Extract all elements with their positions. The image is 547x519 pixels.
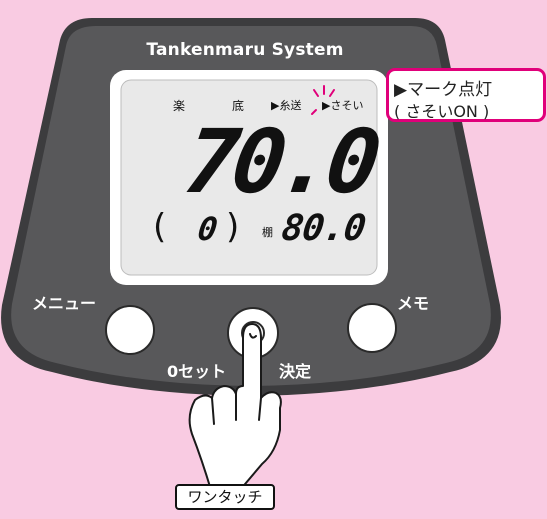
lcd-screen bbox=[120, 79, 378, 276]
mode-raku-indicator: 楽 bbox=[173, 99, 186, 113]
sub-value-close-paren: ) bbox=[226, 207, 240, 247]
tana-label: 棚 bbox=[262, 226, 273, 239]
mode-itoso-indicator: ▶糸送 bbox=[271, 99, 302, 112]
tana-value-readout: 80.0 bbox=[279, 208, 368, 249]
blink-indicator-icon bbox=[311, 85, 335, 115]
menu-button-label: メニュー bbox=[32, 294, 97, 313]
sub-value-open-paren: ( bbox=[153, 207, 167, 247]
pressing-hand-icon bbox=[188, 323, 282, 491]
callout-box bbox=[386, 68, 546, 122]
memo-button[interactable] bbox=[347, 303, 397, 353]
mode-soko-indicator: 底 bbox=[232, 99, 245, 113]
zero-set-label: 0セット bbox=[167, 362, 227, 381]
menu-button[interactable] bbox=[105, 305, 155, 355]
device-title: Tankenmaru System bbox=[146, 40, 344, 60]
mode-sasoi-indicator: ▶さそい bbox=[322, 99, 364, 112]
callout-line-1: ▶マーク点灯 bbox=[394, 80, 493, 100]
callout-line-2: ( さそいON ) bbox=[394, 102, 490, 121]
main-depth-readout: 70.0 bbox=[178, 110, 382, 213]
confirm-label: 決定 bbox=[279, 362, 312, 381]
one-touch-label: ワンタッチ bbox=[175, 484, 275, 510]
memo-button-label: メモ bbox=[397, 294, 430, 313]
